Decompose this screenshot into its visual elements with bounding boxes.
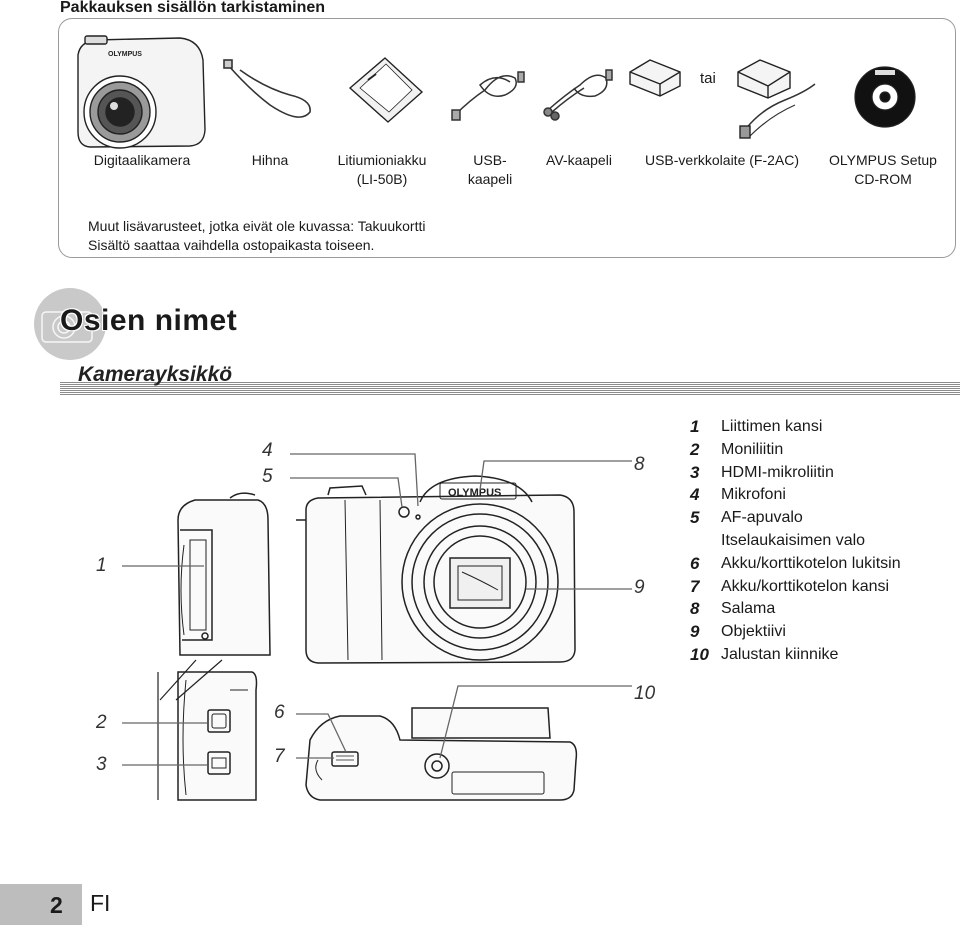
part-name: Objektiivi [721,623,786,641]
package-note-accessories: Muut lisävarusteet, jotka eivät ole kuva… [88,218,426,234]
part-name: Moniliitin [721,440,784,458]
callout-leader-lines [122,453,632,766]
part-name: Mikrofoni [721,486,786,504]
callout-4: 4 [262,440,273,461]
page-title: Pakkauksen sisällön tarkistaminen [60,0,326,16]
parts-list: 1 Liittimen kansi 2 Moniliitin 3 HDMI-mikro… [690,416,901,667]
package-item-label-strap: Hihna [251,152,289,168]
callout-10: 10 [634,683,656,704]
section-title: Osien nimet [60,304,238,337]
callout-6: 6 [274,702,285,723]
part-number: 3 [690,462,700,482]
part-name: Salama [721,600,776,618]
package-item-label-cd-rom: OLYMPUS Setup CD-ROM [829,152,937,187]
page-number: 2 [50,892,63,918]
parts-list-item: Itselaukaisimen valo [690,530,901,553]
page-language: FI [90,890,111,916]
package-contents-box [58,18,956,258]
parts-list-item: 2 Moniliitin [690,439,901,462]
part-name: Akku/korttikotelon lukitsin [721,554,901,572]
part-number: 6 [690,553,700,573]
part-number: 4 [690,485,700,505]
parts-list-item: 3 HDMI-mikroliitin [690,462,901,485]
subsection-rule [60,381,960,395]
camera-ports-view [177,671,258,801]
callout-9: 9 [634,577,645,598]
part-number: 1 [690,417,700,436]
callout-3: 3 [96,754,107,775]
callout-1: 1 [96,555,107,576]
section-camera-icon [41,311,93,343]
package-item-label-usb-cable: USB- kaapeli [467,152,513,187]
camera-front-view: OLYMPUS [296,475,576,664]
callout-7: 7 [274,746,285,767]
parts-list-item: 1 Liittimen kansi [690,416,901,439]
part-name: HDMI-mikroliitin [721,463,834,481]
parts-list-item: 4 Mikrofoni [690,484,901,507]
callout-8: 8 [634,454,645,475]
parts-list-item: 7 Akku/korttikotelon kansi [690,576,901,599]
parts-list-item: 8 Salama [690,598,901,621]
package-note-variation: Sisältö saattaa vaihdella ostopaikasta t… [88,237,375,253]
part-number: 5 [690,508,700,528]
subsection-title: Kamerayksikkö [78,363,233,386]
part-name: AF-apuvalo [721,509,803,527]
part-name: Akku/korttikotelon kansi [721,577,890,595]
or-label: tai [700,70,716,87]
parts-list-item: 6 Akku/korttikotelon lukitsin [690,553,901,576]
part-name: Liittimen kansi [721,418,823,435]
page-number-tab [0,884,82,925]
part-number: 7 [690,576,700,596]
part-name: Jalustan kiinnike [721,645,839,663]
package-item-label-av-cable: AV-kaapeli [546,152,612,168]
part-number: 10 [690,644,709,664]
callout-2: 2 [96,712,107,733]
front-brand-label: OLYMPUS [448,487,501,499]
camera-side-view [177,492,271,656]
part-number: 9 [690,622,700,642]
package-item-label-camera: Digitaalikamera [93,152,191,168]
package-item-label-ac-adapter: USB-verkkolaite (F-2AC) [644,152,800,168]
camera-bottom-view [305,707,578,801]
parts-list-item: 5 AF-apuvalo [690,507,901,530]
parts-list-item: 9 Objektiivi [690,621,901,644]
part-number [690,530,721,553]
part-name: Itselaukaisimen valo [721,531,866,549]
callout-5: 5 [262,466,273,487]
part-number: 8 [690,599,700,619]
package-item-label-battery: Litiumioniakku (LI-50B) [337,152,427,187]
part-number: 2 [690,439,700,459]
parts-list-item: 10 Jalustan kiinnike [690,644,901,667]
